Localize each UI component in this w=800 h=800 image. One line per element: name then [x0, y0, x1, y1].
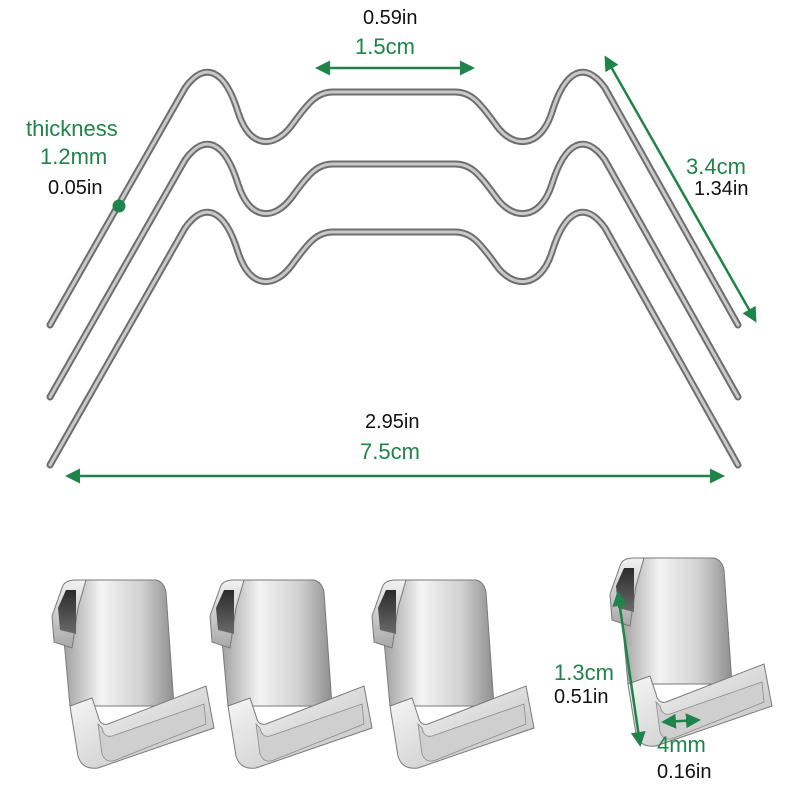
clip-depth-arrow [661, 713, 701, 729]
glazing-clip-2 [209, 579, 373, 769]
side-length-cm-label: 3.4cm [686, 154, 746, 179]
glazing-clip-1 [51, 579, 215, 769]
wire-spring-2 [50, 144, 738, 397]
thickness-label: thickness [26, 116, 118, 141]
thickness-marker-dot [112, 199, 126, 213]
clip-height-cm-label: 1.3cm [554, 660, 614, 685]
glazing-clip-4 [609, 557, 773, 747]
clip-depth-inch-label: 0.16in [657, 761, 712, 783]
clip-height-inch-label: 0.51in [554, 686, 609, 708]
clip-height-arrow [612, 591, 646, 747]
glazing-clip-3 [371, 579, 535, 769]
side-length-arrow [604, 55, 757, 323]
thickness-mm-label: 1.2mm [40, 144, 108, 169]
total-width-cm-label: 7.5cm [360, 439, 420, 464]
side-length-inch-label: 1.34in [694, 178, 749, 200]
total-width-inch-label: 2.95in [365, 411, 420, 433]
clip-depth-mm-label: 4mm [657, 732, 706, 757]
top-width-cm-label: 1.5cm [355, 34, 415, 59]
top-width-inch-label: 0.59in [363, 7, 418, 29]
thickness-inch-label: 0.05in [48, 177, 103, 199]
